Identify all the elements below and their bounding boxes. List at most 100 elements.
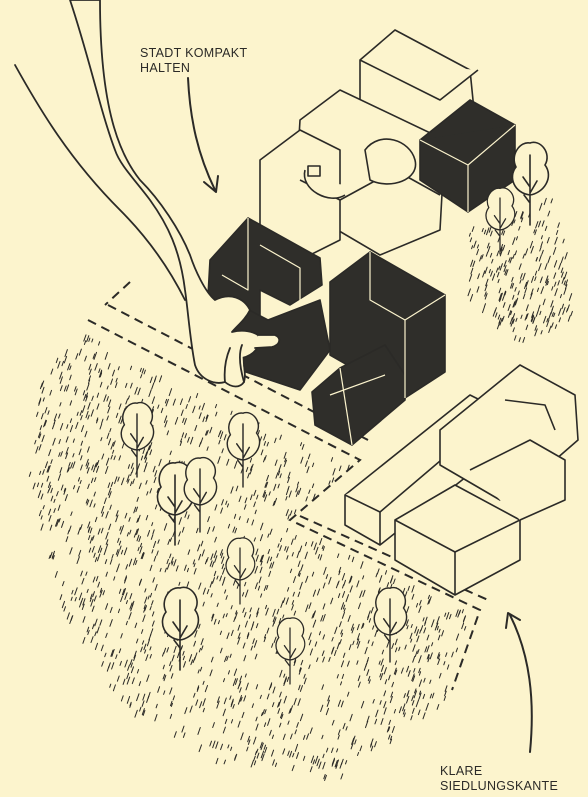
grass-stroke <box>558 262 562 270</box>
grass-stroke <box>295 490 299 497</box>
grass-stroke <box>410 638 413 643</box>
grass-stroke <box>530 288 534 296</box>
grass-stroke <box>170 556 174 564</box>
grass-stroke <box>96 460 100 466</box>
grass-stroke <box>272 759 275 766</box>
grass-stroke <box>328 480 331 485</box>
grass-stroke <box>94 363 98 371</box>
grass-stroke <box>568 293 573 301</box>
grass-stroke <box>152 577 155 583</box>
grass-stroke <box>260 560 263 566</box>
grass-stroke <box>192 656 196 664</box>
grass-stroke <box>551 286 554 291</box>
grass-stroke <box>338 465 342 472</box>
grass-stroke <box>239 695 242 701</box>
grass-stroke <box>384 679 388 685</box>
grass-stroke <box>222 567 226 575</box>
grass-stroke <box>219 549 223 556</box>
grass-stroke <box>314 619 317 624</box>
grass-stroke <box>260 742 264 751</box>
grass-stroke <box>517 290 520 296</box>
grass-stroke <box>461 622 465 630</box>
grass-stroke <box>265 604 268 610</box>
grass-stroke <box>424 616 428 625</box>
grass-stroke <box>341 573 346 581</box>
grass-stroke <box>264 747 268 754</box>
grass-stroke <box>245 466 249 473</box>
grass-stroke <box>438 672 442 679</box>
grass-stroke <box>107 487 112 496</box>
grass-stroke <box>324 774 327 781</box>
grass-stroke <box>367 675 371 682</box>
grass-stroke <box>362 589 366 597</box>
grass-stroke <box>164 567 167 573</box>
grass-stroke <box>489 252 493 258</box>
grass-stroke <box>58 413 61 419</box>
grass-stroke <box>530 245 534 254</box>
grass-stroke <box>171 654 175 662</box>
grass-stroke <box>348 575 352 584</box>
grass-stroke <box>299 667 302 672</box>
grass-stroke <box>142 614 146 622</box>
grass-stroke <box>534 229 537 236</box>
grass-stroke <box>436 704 440 710</box>
hand-icon <box>14 0 281 388</box>
grass-stroke <box>104 652 107 658</box>
grass-stroke <box>99 547 103 553</box>
grass-stroke <box>554 288 558 297</box>
grass-stroke <box>340 660 344 668</box>
grass-stroke <box>180 409 184 416</box>
grass-stroke <box>229 695 232 700</box>
grass-stroke <box>90 477 94 484</box>
grass-stroke <box>546 281 549 286</box>
grass-stroke <box>98 368 101 373</box>
grass-stroke <box>266 556 270 564</box>
grass-stroke <box>57 473 61 481</box>
grass-stroke <box>313 542 317 551</box>
grass-stroke <box>524 287 528 294</box>
grass-stroke <box>200 638 204 646</box>
grass-stroke <box>504 269 507 275</box>
grass-stroke <box>534 325 538 331</box>
grass-stroke <box>69 365 72 371</box>
grass-stroke <box>328 656 331 662</box>
grass-stroke <box>357 752 360 756</box>
grass-stroke <box>497 278 500 284</box>
grass-stroke <box>512 253 515 259</box>
grass-stroke <box>75 353 79 360</box>
grass-stroke <box>351 556 355 563</box>
grass-stroke <box>482 306 485 314</box>
grass-stroke <box>308 602 312 609</box>
grass-stroke <box>411 673 415 682</box>
grass-stroke <box>64 349 68 357</box>
grass-stroke <box>145 654 149 661</box>
grass-stroke <box>282 748 286 755</box>
grass-stroke <box>212 577 215 584</box>
grass-stroke <box>533 229 536 234</box>
grass-stroke <box>512 313 516 320</box>
grass-stroke <box>115 654 118 659</box>
grass-stroke <box>263 457 266 463</box>
grass-stroke <box>263 722 267 727</box>
grass-stroke <box>143 451 148 460</box>
grass-stroke <box>47 465 51 473</box>
grass-stroke <box>286 676 290 682</box>
grass-stroke <box>283 695 287 704</box>
grass-stroke <box>305 460 308 467</box>
grass-stroke <box>105 632 108 638</box>
grass-stroke <box>444 690 447 697</box>
grass-stroke <box>178 531 181 537</box>
grass-stroke <box>59 376 63 384</box>
grass-stroke <box>205 430 208 436</box>
grass-stroke <box>437 654 441 660</box>
grass-stroke <box>366 715 370 723</box>
grass-stroke <box>117 366 120 371</box>
grass-stroke <box>507 310 512 318</box>
grass-stroke <box>336 748 339 753</box>
grass-stroke <box>229 653 232 658</box>
grass-stroke <box>193 562 196 568</box>
grass-stroke <box>206 429 209 436</box>
grass-stroke <box>198 744 202 753</box>
grass-stroke <box>505 269 509 276</box>
